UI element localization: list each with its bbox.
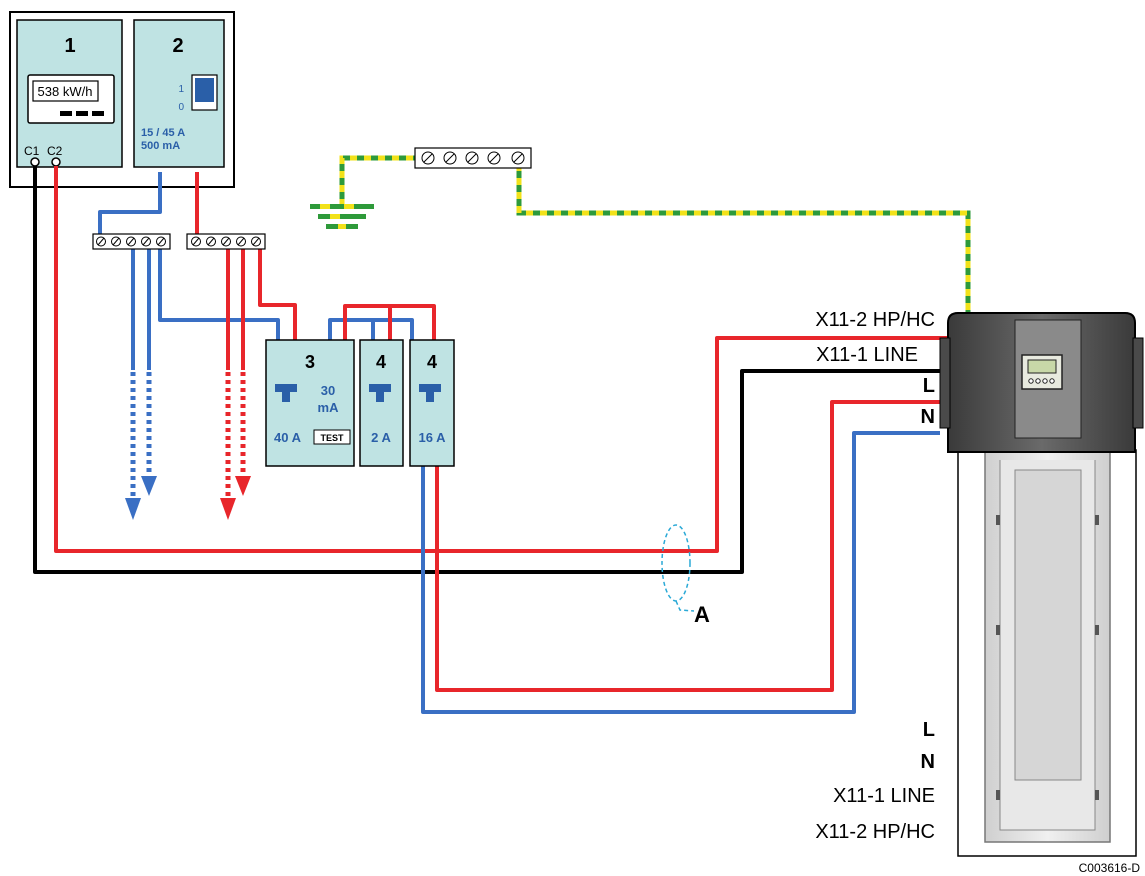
main-breaker-number: 2 xyxy=(172,35,183,57)
mcb-2a: 4 2 A xyxy=(359,339,404,467)
arrow-down-icon xyxy=(220,498,236,520)
phase-terminal-bar xyxy=(186,233,266,250)
wire-neutral-to-rcd xyxy=(158,243,280,340)
rcd-device: 3 30 mA 40 A TEST xyxy=(265,339,355,467)
arrow-down-icon xyxy=(235,476,251,496)
rcd-sensitivity-unit: mA xyxy=(318,400,340,415)
breaker-pos-off: 0 xyxy=(178,102,184,113)
energy-meter: 1 538 kW/h C1 C2 xyxy=(16,19,123,168)
mcb-16a: 4 16 A xyxy=(409,339,455,467)
arrow-down-icon xyxy=(125,498,141,520)
terminal-c1 xyxy=(30,157,40,167)
earth-terminal-bar xyxy=(414,147,532,169)
main-breaker-rating: 15 / 45 A xyxy=(141,127,185,139)
main-breaker-sensitivity: 500 mA xyxy=(141,140,180,152)
wire-x11-2-hphc xyxy=(54,166,948,553)
cable-a-label: A xyxy=(694,602,710,627)
meter-reading: 538 kW/h xyxy=(38,84,93,99)
label-x11-1-line: X11-1 LINE xyxy=(816,344,918,366)
legend-x11-1-line: X11-1 LINE xyxy=(833,785,935,807)
neutral-terminal-bar xyxy=(92,233,171,250)
label-n: N xyxy=(921,406,935,428)
terminal-c2-label: C2 xyxy=(47,144,63,158)
meter-number: 1 xyxy=(64,35,75,57)
wire-neutral-to-bar xyxy=(98,172,162,240)
wire-x11-1-line xyxy=(33,166,940,574)
mcb-16a-number: 4 xyxy=(427,352,437,372)
mcb-2a-rating: 2 A xyxy=(371,430,391,445)
legend-n: N xyxy=(921,751,935,773)
water-heater xyxy=(939,312,1144,857)
terminal-c1-label: C1 xyxy=(24,144,40,158)
wire-heater-l xyxy=(435,400,940,692)
mcb-16a-rating: 16 A xyxy=(419,430,447,445)
wire-phase-to-rcd xyxy=(258,243,297,340)
label-l: L xyxy=(923,375,935,397)
rcd-rating: 40 A xyxy=(274,430,302,445)
legend-l: L xyxy=(923,719,935,741)
cable-a-marker: A xyxy=(661,524,710,627)
terminal-c2 xyxy=(51,157,61,167)
wiring xyxy=(33,166,948,714)
legend-x11-2-hphc: X11-2 HP/HC xyxy=(815,821,935,843)
other-circuits xyxy=(125,372,251,520)
earth-ground-icon xyxy=(310,204,374,229)
rcd-test-button: TEST xyxy=(320,433,344,443)
document-reference: C003616-D xyxy=(1079,861,1141,875)
earth-wiring xyxy=(339,155,971,318)
rcd-number: 3 xyxy=(305,352,315,372)
wire-heater-n xyxy=(421,431,940,714)
rcd-sensitivity: 30 xyxy=(321,383,335,398)
mcb-2a-number: 4 xyxy=(376,352,386,372)
breaker-pos-on: 1 xyxy=(178,84,184,95)
main-breaker: 2 1 0 15 / 45 A 500 mA xyxy=(133,19,225,168)
arrow-down-icon xyxy=(141,476,157,496)
display-screen xyxy=(1027,359,1057,374)
label-x11-2-hphc: X11-2 HP/HC xyxy=(815,309,935,331)
